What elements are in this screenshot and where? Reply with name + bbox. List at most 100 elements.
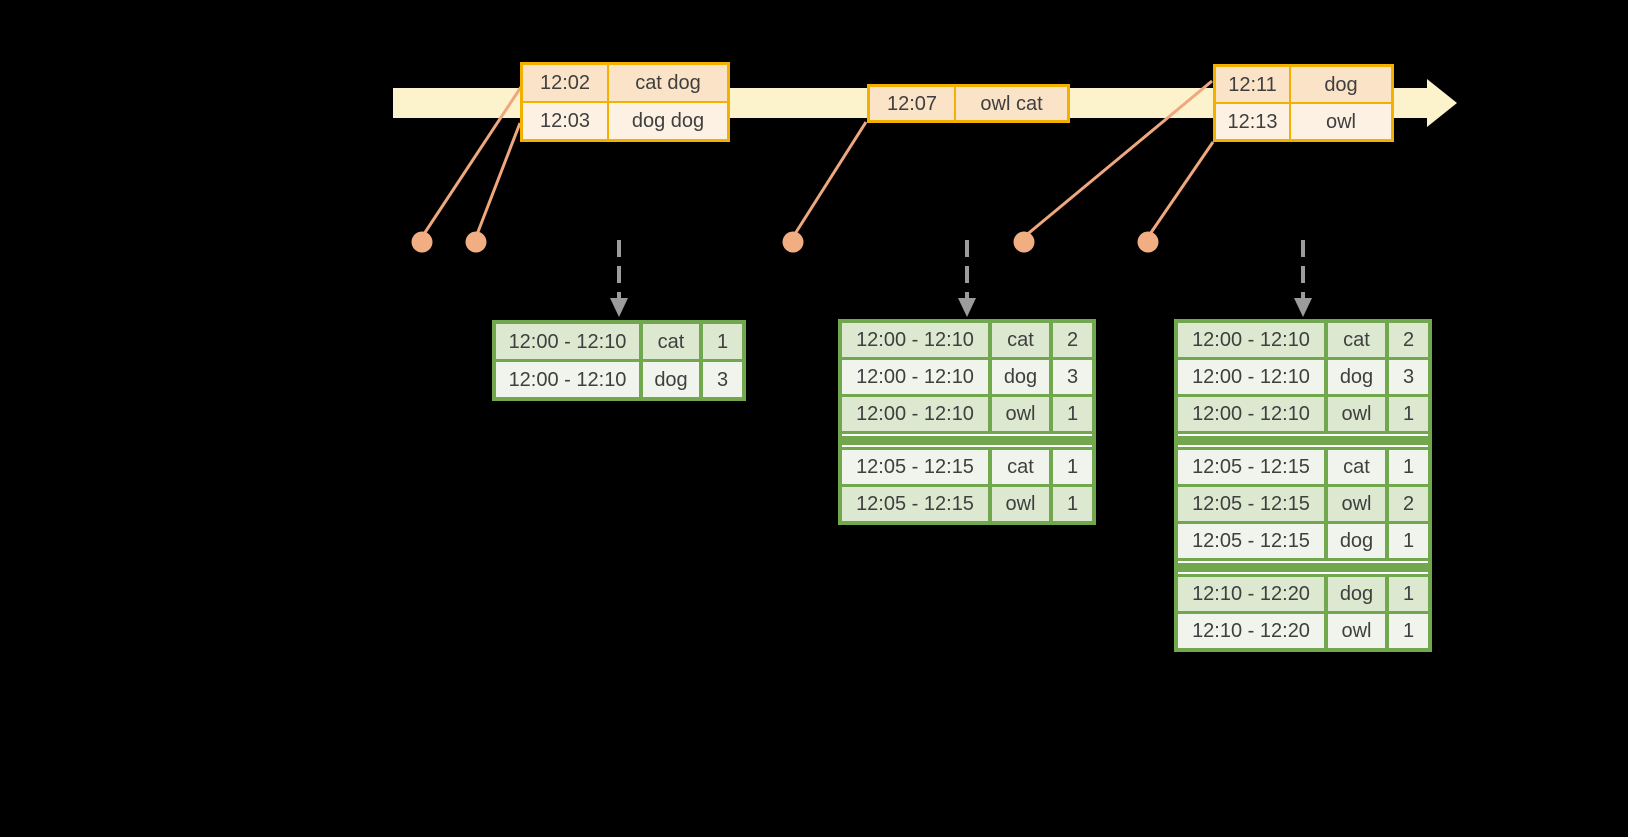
event-words-cell: dog dog: [609, 103, 727, 139]
result-row: 12:00 - 12:10 owl 1: [842, 397, 1092, 431]
count-cell: 2: [1053, 323, 1092, 357]
word-cell: owl: [1328, 614, 1385, 648]
trigger-arrowhead-icon: [1294, 298, 1312, 317]
result-row: 12:00 - 12:10 dog 3: [1178, 360, 1428, 394]
result-row: 12:00 - 12:10 cat 2: [842, 323, 1092, 357]
event-time-cell: 12:11: [1216, 67, 1289, 102]
connector-lines: [420, 79, 1215, 239]
window-cell: 12:00 - 12:10: [496, 362, 639, 397]
connector-line: [1146, 141, 1215, 238]
word-cell: cat: [992, 323, 1049, 357]
event-time-cell: 12:03: [523, 103, 607, 139]
count-cell: 1: [1389, 397, 1428, 431]
count-cell: 3: [1389, 360, 1428, 394]
window-cell: 12:05 - 12:15: [1178, 487, 1324, 521]
connector-line: [1023, 79, 1213, 239]
event-time-cell: 12:13: [1216, 104, 1289, 139]
result-row: 12:00 - 12:10 dog 3: [496, 362, 742, 397]
window-group-separator: [1178, 561, 1428, 574]
result-row: 12:05 - 12:15 owl 2: [1178, 487, 1428, 521]
word-cell: dog: [1328, 577, 1385, 611]
event-table: 12:02 cat dog 12:03 dog dog: [520, 62, 730, 142]
window-cell: 12:10 - 12:20: [1178, 577, 1324, 611]
count-cell: 1: [1053, 450, 1092, 484]
count-cell: 1: [1389, 614, 1428, 648]
result-row: 12:00 - 12:10 dog 3: [842, 360, 1092, 394]
word-cell: owl: [1328, 487, 1385, 521]
window-cell: 12:05 - 12:15: [1178, 450, 1324, 484]
count-cell: 3: [1053, 360, 1092, 394]
word-cell: owl: [992, 487, 1049, 521]
trigger-arrows: [610, 240, 1312, 317]
result-row: 12:00 - 12:10 cat 2: [1178, 323, 1428, 357]
count-cell: 1: [1053, 397, 1092, 431]
result-row: 12:00 - 12:10 cat 1: [496, 324, 742, 359]
window-cell: 12:00 - 12:10: [1178, 397, 1324, 431]
word-cell: cat: [1328, 323, 1385, 357]
window-group-separator: [842, 434, 1092, 447]
word-cell: dog: [992, 360, 1049, 394]
event-row: 12:07 owl cat: [870, 87, 1067, 120]
result-table: 12:00 - 12:10 cat 1 12:00 - 12:10 dog 3: [492, 320, 746, 401]
result-row: 12:05 - 12:15 cat 1: [842, 450, 1092, 484]
word-cell: owl: [992, 397, 1049, 431]
event-dot: [1137, 231, 1159, 253]
event-row: 12:13 owl: [1216, 104, 1391, 139]
window-cell: 12:05 - 12:15: [842, 487, 988, 521]
result-row: 12:05 - 12:15 cat 1: [1178, 450, 1428, 484]
count-cell: 2: [1389, 487, 1428, 521]
word-cell: cat: [643, 324, 699, 359]
window-cell: 12:05 - 12:15: [842, 450, 988, 484]
count-cell: 1: [1389, 524, 1428, 558]
count-cell: 1: [1389, 450, 1428, 484]
event-words-cell: cat dog: [609, 65, 727, 101]
window-cell: 12:00 - 12:10: [842, 323, 988, 357]
window-cell: 12:00 - 12:10: [1178, 323, 1324, 357]
result-row: 12:00 - 12:10 owl 1: [1178, 397, 1428, 431]
word-cell: dog: [1328, 524, 1385, 558]
event-time-cell: 12:07: [870, 87, 954, 120]
count-cell: 1: [703, 324, 742, 359]
count-cell: 2: [1389, 323, 1428, 357]
word-cell: dog: [643, 362, 699, 397]
event-dot: [465, 231, 487, 253]
count-cell: 3: [703, 362, 742, 397]
event-row: 12:11 dog: [1216, 67, 1391, 102]
event-words-cell: owl: [1291, 104, 1391, 139]
result-row: 12:10 - 12:20 dog 1: [1178, 577, 1428, 611]
event-row: 12:03 dog dog: [523, 103, 727, 139]
event-words-cell: dog: [1291, 67, 1391, 102]
window-cell: 12:00 - 12:10: [842, 397, 988, 431]
window-cell: 12:00 - 12:10: [842, 360, 988, 394]
connector-line: [474, 122, 522, 238]
window-cell: 12:00 - 12:10: [496, 324, 639, 359]
trigger-arrowhead-icon: [958, 298, 976, 317]
window-group-separator: [1178, 434, 1428, 447]
result-table: 12:00 - 12:10 cat 2 12:00 - 12:10 dog 3 …: [838, 319, 1096, 525]
word-cell: cat: [992, 450, 1049, 484]
window-cell: 12:00 - 12:10: [1178, 360, 1324, 394]
window-cell: 12:10 - 12:20: [1178, 614, 1324, 648]
connector-line: [420, 86, 523, 238]
result-row: 12:10 - 12:20 owl 1: [1178, 614, 1428, 648]
event-time-cell: 12:02: [523, 65, 607, 101]
event-table: 12:07 owl cat: [867, 84, 1070, 123]
result-row: 12:05 - 12:15 dog 1: [1178, 524, 1428, 558]
count-cell: 1: [1053, 487, 1092, 521]
count-cell: 1: [1389, 577, 1428, 611]
word-cell: owl: [1328, 397, 1385, 431]
event-row: 12:02 cat dog: [523, 65, 727, 101]
trigger-arrowhead-icon: [610, 298, 628, 317]
event-dot: [782, 231, 804, 253]
word-cell: cat: [1328, 450, 1385, 484]
event-dot: [1013, 231, 1035, 253]
result-row: 12:05 - 12:15 owl 1: [842, 487, 1092, 521]
event-table: 12:11 dog 12:13 owl: [1213, 64, 1394, 142]
window-cell: 12:05 - 12:15: [1178, 524, 1324, 558]
event-dot: [411, 231, 433, 253]
result-table: 12:00 - 12:10 cat 2 12:00 - 12:10 dog 3 …: [1174, 319, 1432, 652]
connector-line: [791, 121, 868, 238]
event-dots: [411, 231, 1159, 253]
event-words-cell: owl cat: [956, 87, 1067, 120]
